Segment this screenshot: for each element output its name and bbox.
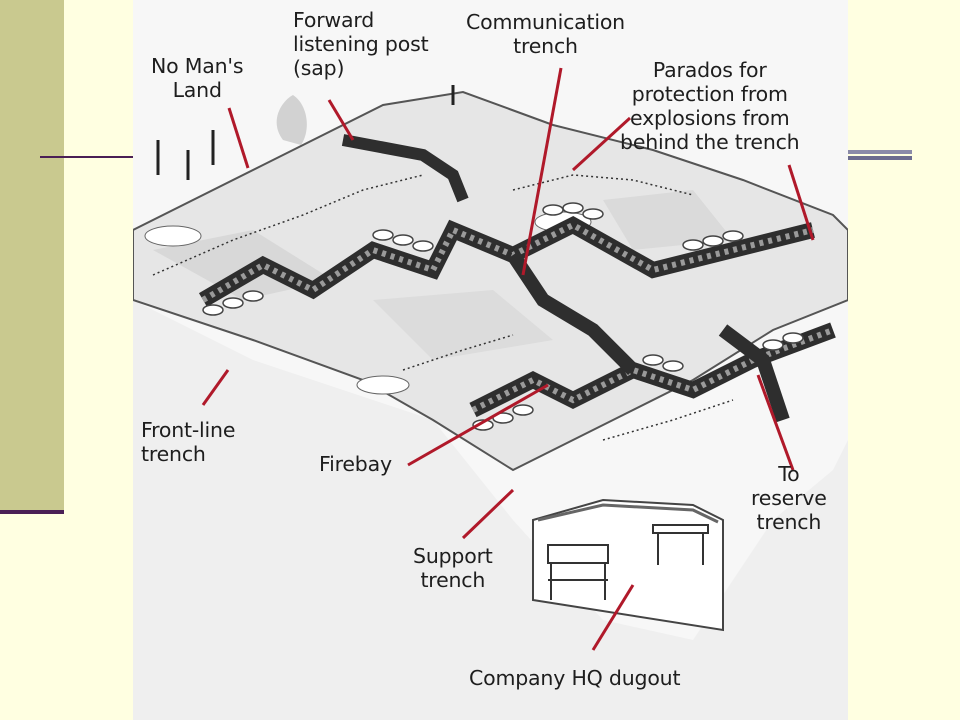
ground-shade [373,290,553,360]
label-front-line-trench: Front-line trench [141,418,235,466]
label-line: Communication [466,10,625,34]
label-parados: Parados for protection from explosions f… [620,58,800,154]
pointer-hq [591,584,635,651]
label-line: behind the trench [620,130,800,154]
label-line: explosions from [630,106,790,130]
dugout-bunk [547,544,609,600]
pointer-communication [521,67,563,276]
wire-posts [156,85,455,180]
sap-trench [341,134,469,203]
shell-smoke [276,95,307,145]
label-no-mans-land: No Man's Land [151,54,244,102]
label-line: Land [172,78,222,102]
pointer-support [461,488,515,540]
label-forward-post: Forward listening post (sap) [293,8,429,80]
sandbag-parapets [202,202,804,431]
label-line: (sap) [293,56,345,80]
label-line: trench [756,510,822,534]
shell-crater [356,375,410,395]
ground-shade [603,190,733,250]
pointer-lines [201,67,815,651]
front-line-trench [198,215,815,307]
pointer-parados [571,116,632,172]
label-line: To [778,462,800,486]
label-reserve-trench: To reserve trench [751,462,827,534]
label-line: trench [513,34,578,58]
label-line: reserve [751,486,827,510]
reserve-trench [718,324,790,423]
pointer-forward-post [327,99,355,141]
dugout-table [652,524,709,565]
communication-trench [507,251,638,375]
label-line: Parados for [652,58,767,82]
label-line: listening post [293,32,429,56]
pointer-parados-right [787,164,815,241]
pointer-firebay [407,383,549,467]
side-band-underline [0,510,64,514]
pointer-reserve [756,374,795,471]
pointer-front-line [201,369,230,406]
label-line: Support [413,544,493,568]
label-support-trench: Support trench [413,544,493,592]
label-line: Front-line [141,418,236,442]
trench-illustration [133,0,848,720]
label-line: trench [420,568,486,592]
title-rule-right-shadow [848,156,912,160]
label-firebay: Firebay [319,452,392,476]
dugout-roof [537,503,719,524]
label-communication-trench: Communication trench [466,10,625,58]
label-line: No Man's [151,54,244,78]
label-line: protection from [631,82,788,106]
barbed-wire [152,174,734,441]
title-rule-right [848,150,912,154]
label-line: Forward [293,8,375,32]
pointer-no-mans-land [227,107,250,169]
trench-diagram: No Man's Land Forward listening post (sa… [133,0,848,720]
title-rule-left [40,156,135,158]
label-hq-dugout: Company HQ dugout [469,666,681,690]
label-line: trench [141,442,206,466]
shell-crater [144,225,202,247]
side-band [0,0,64,512]
